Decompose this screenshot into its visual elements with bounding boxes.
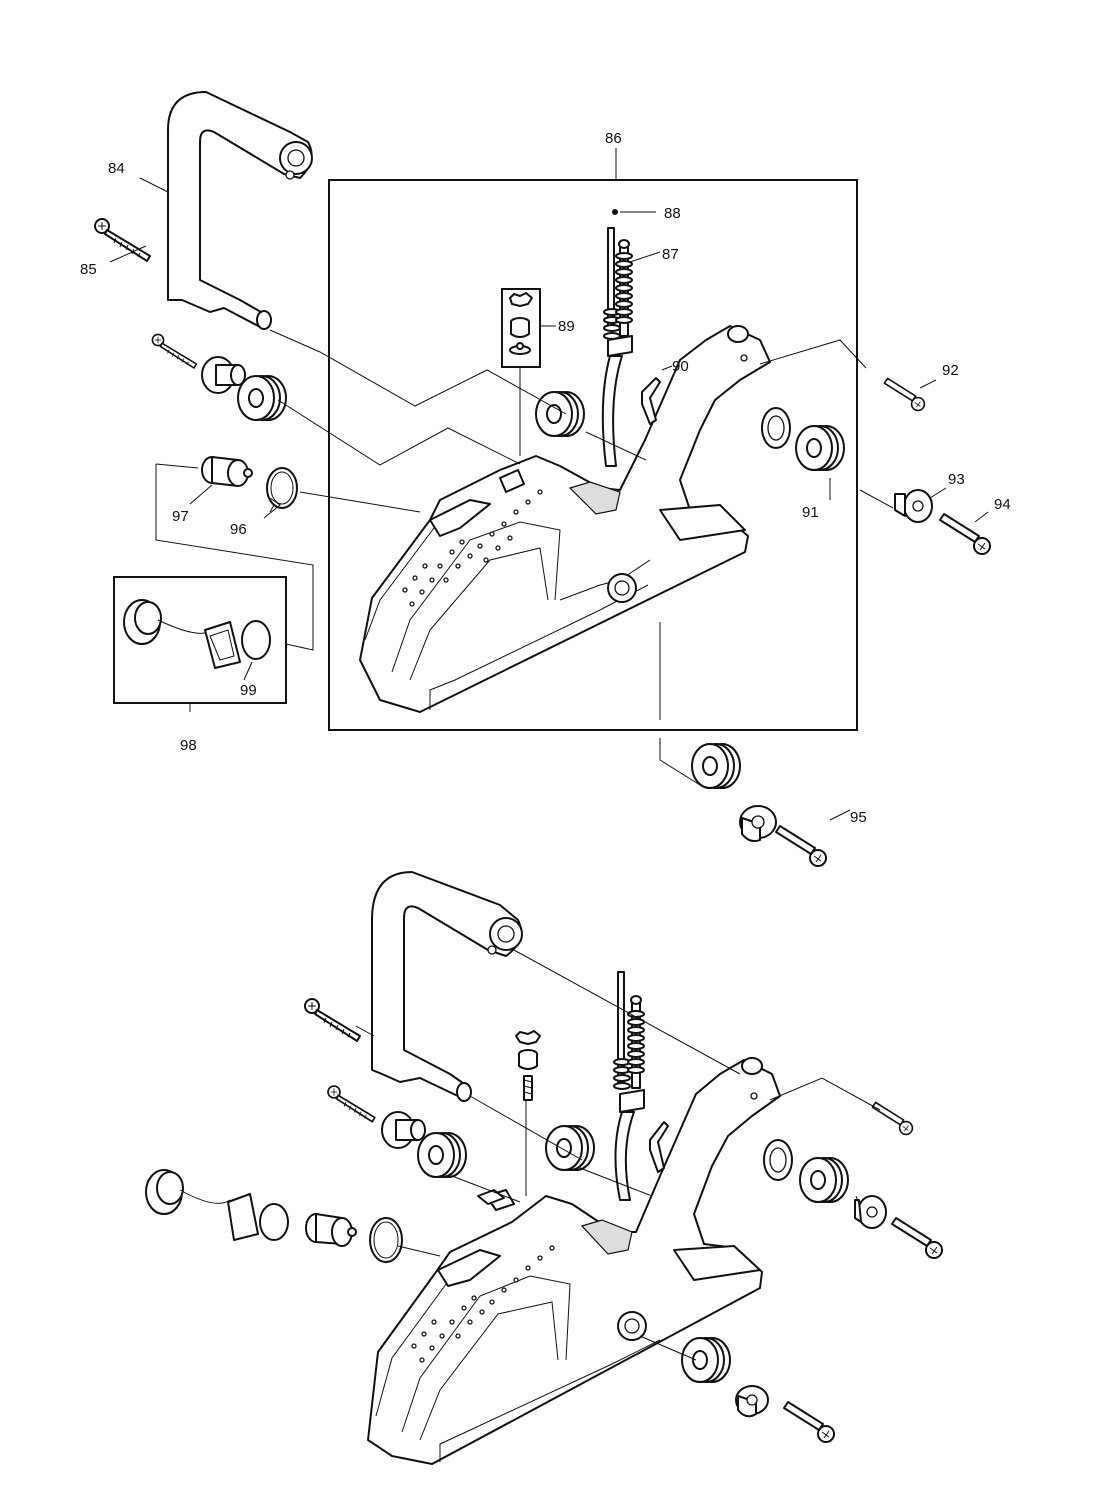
assembled-collar-left-part — [381, 1111, 426, 1149]
callout-99: 99 — [240, 682, 257, 699]
collar-lower-part — [739, 805, 777, 843]
assembly-box-86 — [328, 179, 858, 731]
assembled-screw-front-part — [304, 998, 361, 1042]
assembled-collar-right-part — [854, 1195, 887, 1229]
lever-90-part — [641, 377, 661, 425]
callout-88: 88 — [664, 205, 681, 222]
damper-center-part — [535, 391, 585, 437]
assembled-screw-right-part — [871, 1101, 914, 1136]
clamp-96-part — [266, 467, 298, 513]
assembled-spacer-part — [305, 1213, 357, 1247]
leader-lines-upper — [109, 148, 989, 821]
screw-left-part — [151, 333, 198, 369]
callout-85: 85 — [80, 261, 97, 278]
callout-labels: 84 85 86 87 88 89 90 91 92 93 94 95 96 9… — [80, 130, 1011, 826]
fuel-cap-98-part — [123, 599, 241, 669]
assembled-lever-part — [649, 1121, 669, 1173]
assembled-throttle-rod-part — [613, 971, 645, 1201]
assembled-damper-center-part — [545, 1125, 595, 1171]
damper-left-part — [237, 375, 287, 421]
callout-95: 95 — [850, 809, 867, 826]
kit-89-parts — [509, 292, 533, 355]
assembled-damper-left-part — [417, 1132, 467, 1178]
callout-84: 84 — [108, 160, 125, 177]
screw-85-part — [94, 218, 151, 262]
bolt-94-part — [939, 513, 991, 555]
screw-92-part — [883, 377, 926, 412]
callout-89: 89 — [558, 318, 575, 335]
callout-86: 86 — [605, 130, 622, 147]
assembled-fuel-cap-part — [145, 1169, 259, 1241]
callout-97: 97 — [172, 508, 189, 525]
assembled-screw-mid-part — [327, 1085, 376, 1123]
assembled-bolt-right-part — [891, 1217, 943, 1259]
assembled-clamp-part — [369, 1217, 403, 1263]
callout-98: 98 — [180, 737, 197, 754]
callout-96: 96 — [230, 521, 247, 538]
screw-95-part — [775, 825, 827, 867]
assembled-gasket-part — [259, 1203, 289, 1241]
assembled-collar-bottom-part — [735, 1385, 769, 1418]
callout-93: 93 — [948, 471, 965, 488]
callout-94: 94 — [994, 496, 1011, 513]
collar-93-part — [894, 489, 933, 523]
assembled-kit-parts — [477, 1030, 541, 1205]
callout-87: 87 — [662, 246, 679, 263]
parts-box-89 — [501, 288, 541, 368]
throttle-rod-87-part — [601, 209, 633, 467]
assembled-damper-right-part — [799, 1157, 849, 1203]
callout-91: 91 — [802, 504, 819, 521]
assembled-bolt-bottom-part — [783, 1401, 835, 1443]
damper-lower-part — [691, 743, 741, 789]
collar-left-part — [201, 356, 246, 394]
callout-92: 92 — [942, 362, 959, 379]
spacer-97-part — [201, 456, 253, 487]
assembly-box-98 — [113, 576, 287, 704]
front-handle-part — [167, 91, 313, 330]
gasket-99-part — [241, 620, 271, 660]
assembled-front-handle-part — [371, 871, 523, 1102]
damper-91-part — [795, 425, 845, 471]
leader-lines-lower — [355, 949, 881, 1361]
assembled-damper-bottom-part — [681, 1337, 731, 1383]
callout-90: 90 — [672, 358, 689, 375]
rear-handle-body-part — [359, 325, 791, 713]
assembled-rear-handle-body-part — [367, 1057, 793, 1465]
